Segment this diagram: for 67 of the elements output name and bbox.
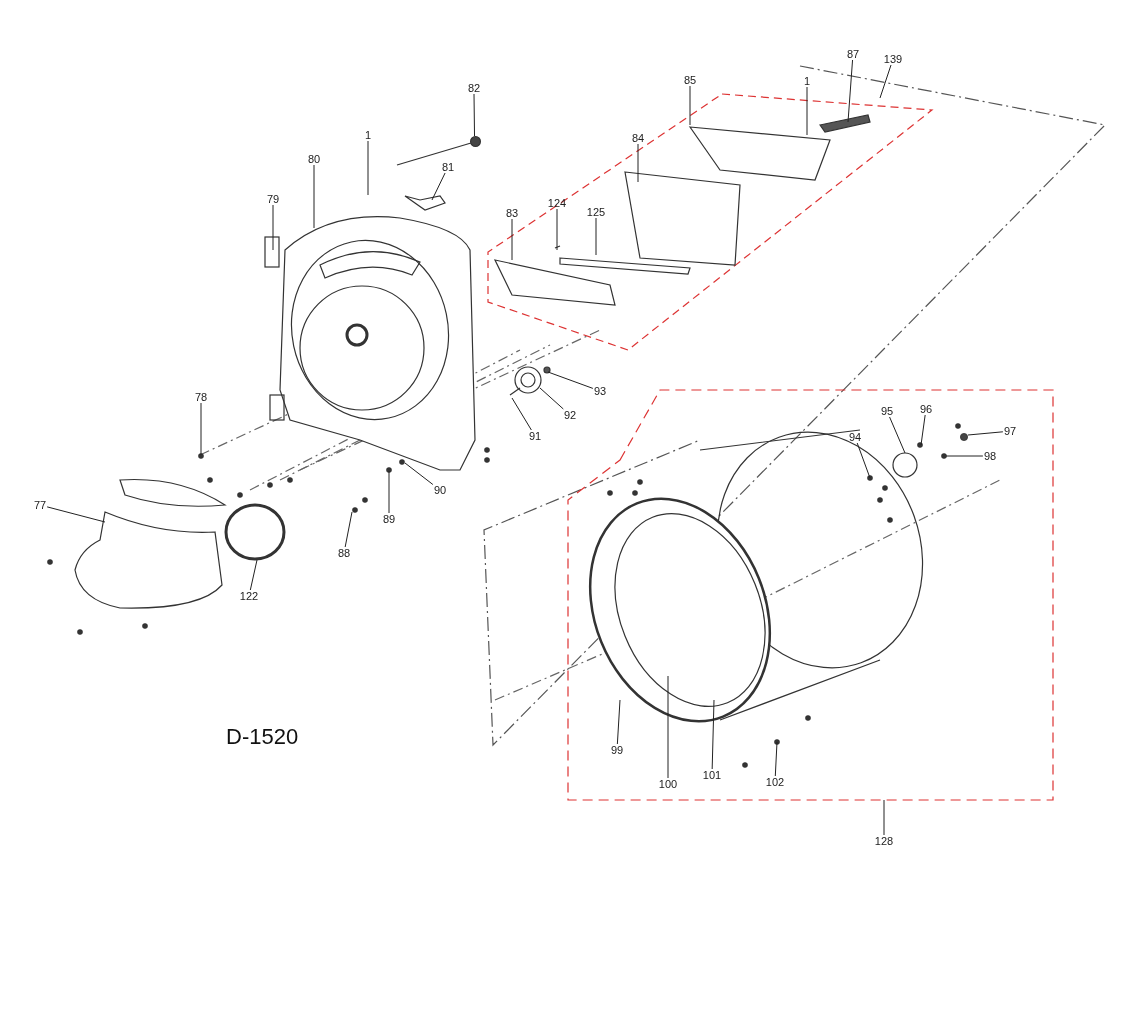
callout-number: 99	[609, 744, 625, 756]
leader-line	[367, 140, 369, 196]
callout-number: 100	[657, 778, 679, 790]
callout-number: 1	[802, 75, 812, 87]
leader-line	[556, 208, 558, 251]
leader-line	[883, 799, 885, 836]
callout-number: 93	[592, 385, 608, 397]
callout-number: 95	[879, 405, 895, 417]
leader-line	[200, 402, 202, 456]
leader-line	[511, 218, 513, 261]
callout-number: 85	[682, 74, 698, 86]
plug-drawing	[470, 136, 481, 147]
diagram-code: D-1520	[226, 724, 299, 750]
leader-line	[388, 470, 390, 514]
leader-line	[595, 217, 597, 256]
leader-line	[667, 675, 669, 779]
callout-number: 98	[982, 450, 998, 462]
leader-line	[774, 741, 778, 777]
leader-line	[711, 699, 715, 770]
leader-line	[404, 462, 434, 485]
callout-number: 97	[1002, 425, 1018, 437]
callout-number: 79	[265, 193, 281, 205]
leader-line	[879, 64, 892, 99]
leader-line	[689, 85, 691, 126]
callout-number: 81	[440, 161, 456, 173]
leader-line	[473, 93, 476, 137]
leader-line	[637, 143, 639, 183]
callout-number: 84	[630, 132, 646, 144]
leader-line	[313, 164, 315, 229]
leader-line	[539, 387, 564, 410]
screw-drawing	[960, 433, 968, 441]
callout-number: 1	[363, 129, 373, 141]
callout-number: 94	[847, 431, 863, 443]
leader-line	[344, 511, 353, 548]
callout-number: 139	[882, 53, 904, 65]
callout-number: 78	[193, 391, 209, 403]
callout-number: 90	[432, 484, 448, 496]
leader-line	[920, 414, 926, 446]
callout-number: 77	[32, 499, 48, 511]
leader-line	[431, 172, 446, 201]
callout-number: 128	[873, 835, 895, 847]
leader-line	[967, 431, 1004, 436]
leader-line	[945, 455, 984, 457]
callout-number: 87	[845, 48, 861, 60]
callout-number: 101	[701, 769, 723, 781]
leader-line	[511, 397, 532, 431]
callout-number: 83	[504, 207, 520, 219]
leader-line	[249, 559, 258, 591]
callout-number: 82	[466, 82, 482, 94]
leader-line	[847, 59, 854, 123]
callout-number: 92	[562, 409, 578, 421]
callout-number: 88	[336, 547, 352, 559]
callout-number: 89	[381, 513, 397, 525]
leader-line	[889, 416, 906, 454]
leader-line	[46, 506, 106, 523]
leader-line	[806, 86, 808, 136]
leader-line	[856, 442, 871, 479]
leader-line	[616, 699, 621, 745]
callout-number: 91	[527, 430, 543, 442]
callout-number: 125	[585, 206, 607, 218]
callout-number: 96	[918, 403, 934, 415]
callout-number: 102	[764, 776, 786, 788]
callout-number: 80	[306, 153, 322, 165]
callout-number: 124	[546, 197, 568, 209]
leader-line	[547, 371, 594, 389]
callout-number: 122	[238, 590, 260, 602]
leader-line	[272, 204, 274, 251]
